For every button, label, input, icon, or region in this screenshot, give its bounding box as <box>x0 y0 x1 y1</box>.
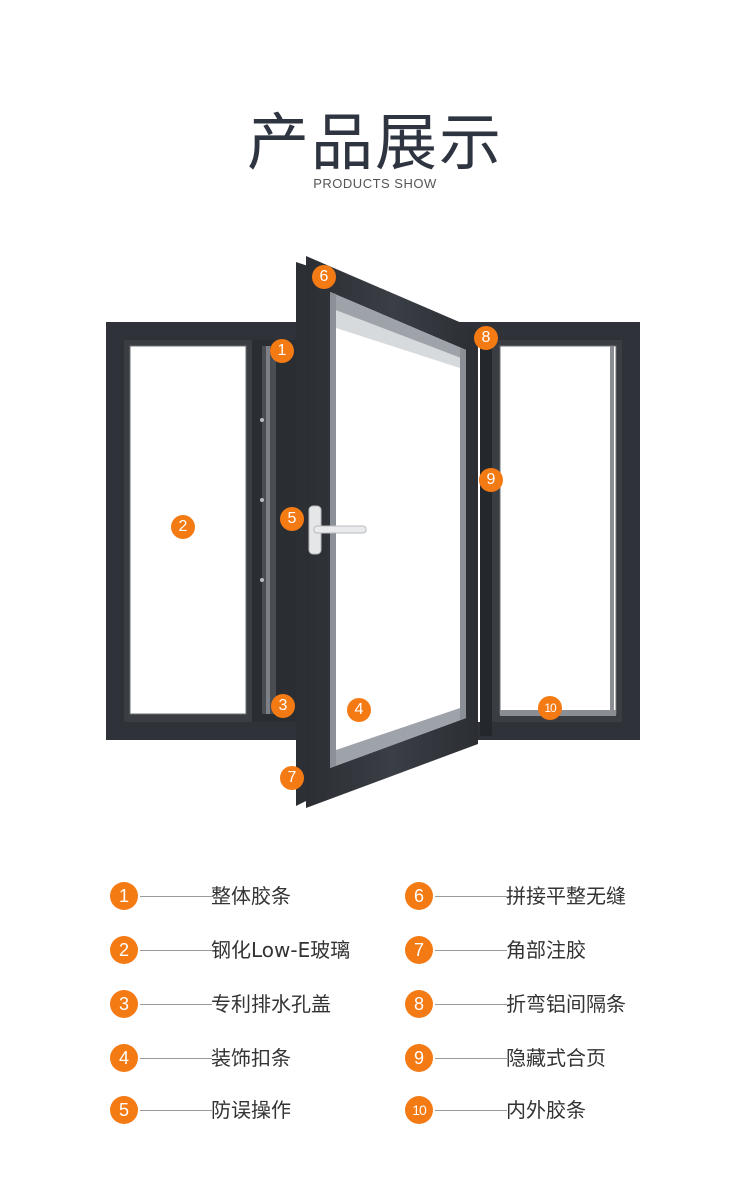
callout-marker-5: 5 <box>280 507 304 531</box>
open-sash <box>296 256 492 808</box>
legend-item-2: 2 钢化Low-E玻璃 <box>110 936 470 966</box>
legend-connector-line <box>435 1110 507 1111</box>
legend-connector-line <box>140 1004 212 1005</box>
legend-connector-line <box>140 1058 212 1059</box>
legend-label: 整体胶条 <box>211 884 291 908</box>
legend-connector-line <box>435 896 507 897</box>
legend-number-badge: 1 <box>110 882 138 910</box>
legend-label: 防误操作 <box>211 1098 291 1122</box>
callout-marker-3: 3 <box>271 694 295 718</box>
page-title: 产品展示 <box>246 106 503 179</box>
legend-label: 折弯铝间隔条 <box>506 992 626 1016</box>
legend-number-badge: 4 <box>110 1044 138 1072</box>
legend-item-3: 3 专利排水孔盖 <box>110 990 470 1020</box>
legend-number-badge: 5 <box>110 1096 138 1124</box>
legend-number-badge: 8 <box>405 990 433 1018</box>
callout-marker-2: 2 <box>171 515 195 539</box>
callout-marker-6: 6 <box>312 265 336 289</box>
legend-connector-line <box>140 1110 212 1111</box>
legend-label: 钢化Low-E玻璃 <box>211 938 351 962</box>
legend-number-badge: 2 <box>110 936 138 964</box>
outer-window-frame <box>106 322 640 740</box>
legend-label: 拼接平整无缝 <box>506 884 626 908</box>
page-subtitle: PRODUCTS SHOW <box>313 176 437 191</box>
legend-connector-line <box>140 896 212 897</box>
legend-connector-line <box>435 1004 507 1005</box>
legend-label: 角部注胶 <box>506 938 586 962</box>
legend-connector-line <box>435 950 507 951</box>
callout-marker-8: 8 <box>474 326 498 350</box>
legend-item-9: 9 隐藏式合页 <box>405 1044 750 1074</box>
legend-label: 内外胶条 <box>506 1098 586 1122</box>
legend-connector-line <box>140 950 212 951</box>
legend-item-4: 4 装饰扣条 <box>110 1044 470 1074</box>
legend-number-badge: 10 <box>405 1096 433 1124</box>
legend-label: 隐藏式合页 <box>506 1046 606 1070</box>
callout-marker-9: 9 <box>479 468 503 492</box>
legend-number-badge: 7 <box>405 936 433 964</box>
legend-item-10: 10 内外胶条 <box>405 1096 750 1126</box>
callout-marker-1: 1 <box>270 339 294 363</box>
legend-connector-line <box>435 1058 507 1059</box>
legend-number-badge: 6 <box>405 882 433 910</box>
legend-item-1: 1 整体胶条 <box>110 882 470 912</box>
legend-item-5: 5 防误操作 <box>110 1096 470 1126</box>
legend-number-badge: 3 <box>110 990 138 1018</box>
callout-marker-4: 4 <box>347 698 371 722</box>
legend-item-6: 6 拼接平整无缝 <box>405 882 750 912</box>
legend-number-badge: 9 <box>405 1044 433 1072</box>
legend-item-7: 7 角部注胶 <box>405 936 750 966</box>
legend-label: 专利排水孔盖 <box>211 992 331 1016</box>
callout-marker-7: 7 <box>280 766 304 790</box>
legend-item-8: 8 折弯铝间隔条 <box>405 990 750 1020</box>
callout-marker-10: 10 <box>538 696 562 720</box>
legend-label: 装饰扣条 <box>211 1046 291 1070</box>
